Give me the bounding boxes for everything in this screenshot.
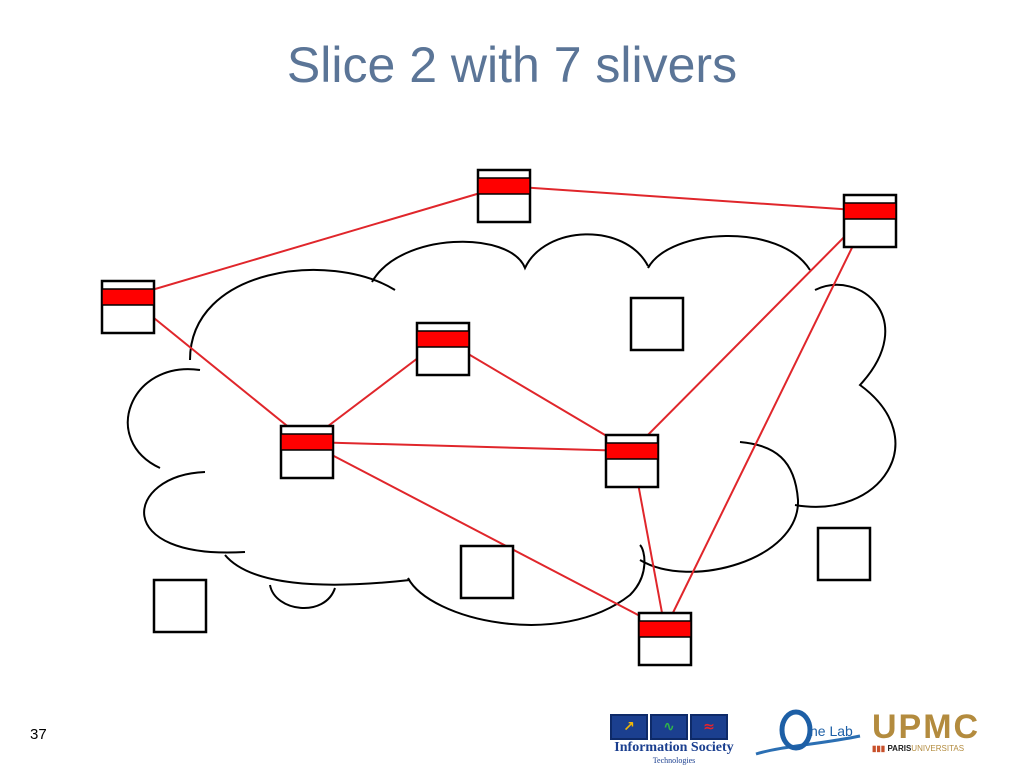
ist-logo-name: Information Society (614, 740, 734, 755)
onelab-o (779, 709, 813, 751)
node-box (816, 526, 872, 582)
sliver-node-s4 (279, 424, 335, 480)
node-box (152, 578, 208, 634)
cloud-lobe-top-right (647, 235, 811, 271)
cloud-lobe-right-upper (794, 284, 897, 508)
node-p3 (816, 526, 872, 582)
ist-logo: ↗ ∿ ≈ Information Society Technologies (588, 712, 760, 765)
upmc-logo-name: UPMC (872, 708, 981, 746)
sliver-node-s2 (476, 168, 532, 224)
sliver-bar (638, 620, 692, 638)
link-s1-s4 (127, 296, 308, 443)
node-box (459, 544, 515, 600)
node-p4 (152, 578, 208, 634)
link-s7-s3 (664, 210, 871, 630)
node-p2 (459, 544, 515, 600)
link-layer (127, 185, 871, 630)
cloud-lobe-small (269, 584, 336, 610)
sliver-bar (416, 330, 470, 348)
lines-icon: ≈ (690, 714, 728, 740)
lines-glyph: ≈ (703, 719, 715, 735)
upmc-paris: PARIS (887, 744, 912, 753)
sliver-bar (843, 202, 897, 220)
onelab-text: ne Lab (810, 723, 853, 739)
cloud-lobe-top-left (189, 268, 396, 361)
cloud-lobe-top (371, 233, 649, 283)
sliver-bar (605, 442, 659, 460)
sliver-node-s7 (637, 611, 693, 667)
onelab-logo: ne Lab (755, 709, 861, 756)
upmc-logo-subtitle: ▮▮▮ PARISUNIVERSITAS (872, 744, 1007, 754)
slide-title: Slice 2 with 7 slivers (286, 37, 738, 93)
link-s1-s2 (127, 185, 505, 298)
sliver-node-s6 (604, 433, 660, 489)
link-s6-s3 (631, 210, 871, 452)
upmc-universitas: UNIVERSITAS (911, 744, 965, 753)
arrow-icon: ↗ (610, 714, 648, 740)
node-layer (100, 168, 898, 667)
upmc-logo: UPMC ▮▮▮ PARISUNIVERSITAS (872, 710, 1007, 758)
arrow-glyph: ↗ (623, 719, 635, 735)
ist-logo-subtitle: Technologies (652, 756, 696, 765)
wave-icon: ∿ (650, 714, 688, 740)
node-p1 (629, 296, 685, 352)
link-s4-s7 (306, 441, 666, 630)
sliver-node-s1 (100, 279, 156, 335)
link-s2-s3 (503, 185, 871, 212)
cloud-lobe-bottom (224, 554, 411, 586)
cloud-lobe-right-lower (639, 441, 800, 573)
cloud (127, 233, 897, 626)
ist-logo-boxes: ↗ ∿ ≈ (610, 714, 728, 740)
sliver-node-s5 (415, 321, 471, 377)
sliver-bar (101, 288, 155, 306)
page-number: 37 (30, 726, 47, 743)
cloud-lobe-bottom-left (143, 471, 246, 554)
link-s5-s6 (442, 338, 633, 452)
upmc-bars-icon: ▮▮▮ (872, 744, 888, 753)
sliver-bar (477, 177, 531, 195)
cloud-lobe-left (127, 368, 201, 469)
wave-glyph: ∿ (663, 719, 675, 735)
node-box (629, 296, 685, 352)
sliver-bar (280, 433, 334, 451)
sliver-node-s3 (842, 193, 898, 249)
link-s4-s6 (306, 441, 633, 452)
